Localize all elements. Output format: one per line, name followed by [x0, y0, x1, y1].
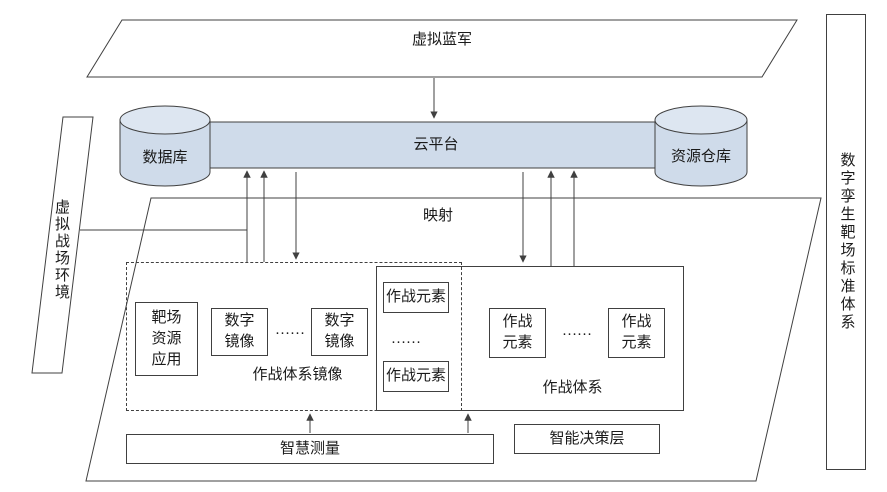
- combat-element-left-box: 作战 元素: [489, 308, 546, 358]
- digital-mirror-box-1: 数字 镜像: [211, 308, 268, 356]
- virtual-blue-army-label: 虚拟蓝军: [411, 32, 472, 48]
- range-resource-app-box: 靶场 资源 应用: [135, 302, 198, 376]
- standard-system-panel: 数字孪生靶场标准体系: [826, 14, 866, 470]
- virtual-blue-army-shape: [86, 19, 798, 78]
- decision-layer-box: 智能决策层: [514, 424, 660, 454]
- combat-mirror-group-box: [126, 262, 462, 411]
- resource-repo-label: 资源仓库: [670, 149, 731, 165]
- combat-element-col-top-box: 作战元素: [383, 282, 449, 313]
- digital-mirror-box-2: 数字 镜像: [311, 308, 368, 356]
- combat-system-caption: 作战体系: [542, 380, 603, 396]
- database-cylinder-top: [119, 105, 211, 135]
- virtual-battlefield-env-label: 虚拟战场环境: [53, 199, 69, 301]
- combat-element-row-ellipsis: ……: [562, 323, 592, 339]
- cloud-platform-label: 云平台: [413, 137, 459, 153]
- smart-measurement-box: 智慧测量: [126, 434, 494, 464]
- combat-mirror-caption: 作战体系镜像: [252, 367, 343, 383]
- combat-system-group-box: [376, 266, 684, 411]
- combat-element-col-bottom-box: 作战元素: [383, 361, 449, 392]
- combat-element-col-ellipsis: ……: [391, 331, 421, 347]
- resource-repo-cylinder-body: [654, 120, 748, 187]
- mapping-label: 映射: [422, 208, 453, 224]
- database-cylinder-body: [119, 120, 211, 187]
- virtual-battlefield-env-shape: [31, 116, 94, 374]
- resource-repo-cylinder-top: [654, 105, 748, 135]
- standard-system-label: 数字孪生靶场标准体系: [838, 152, 855, 332]
- combat-element-right-box: 作战 元素: [608, 308, 665, 358]
- mirror-ellipsis: ……: [275, 322, 305, 338]
- database-label: 数据库: [142, 150, 188, 166]
